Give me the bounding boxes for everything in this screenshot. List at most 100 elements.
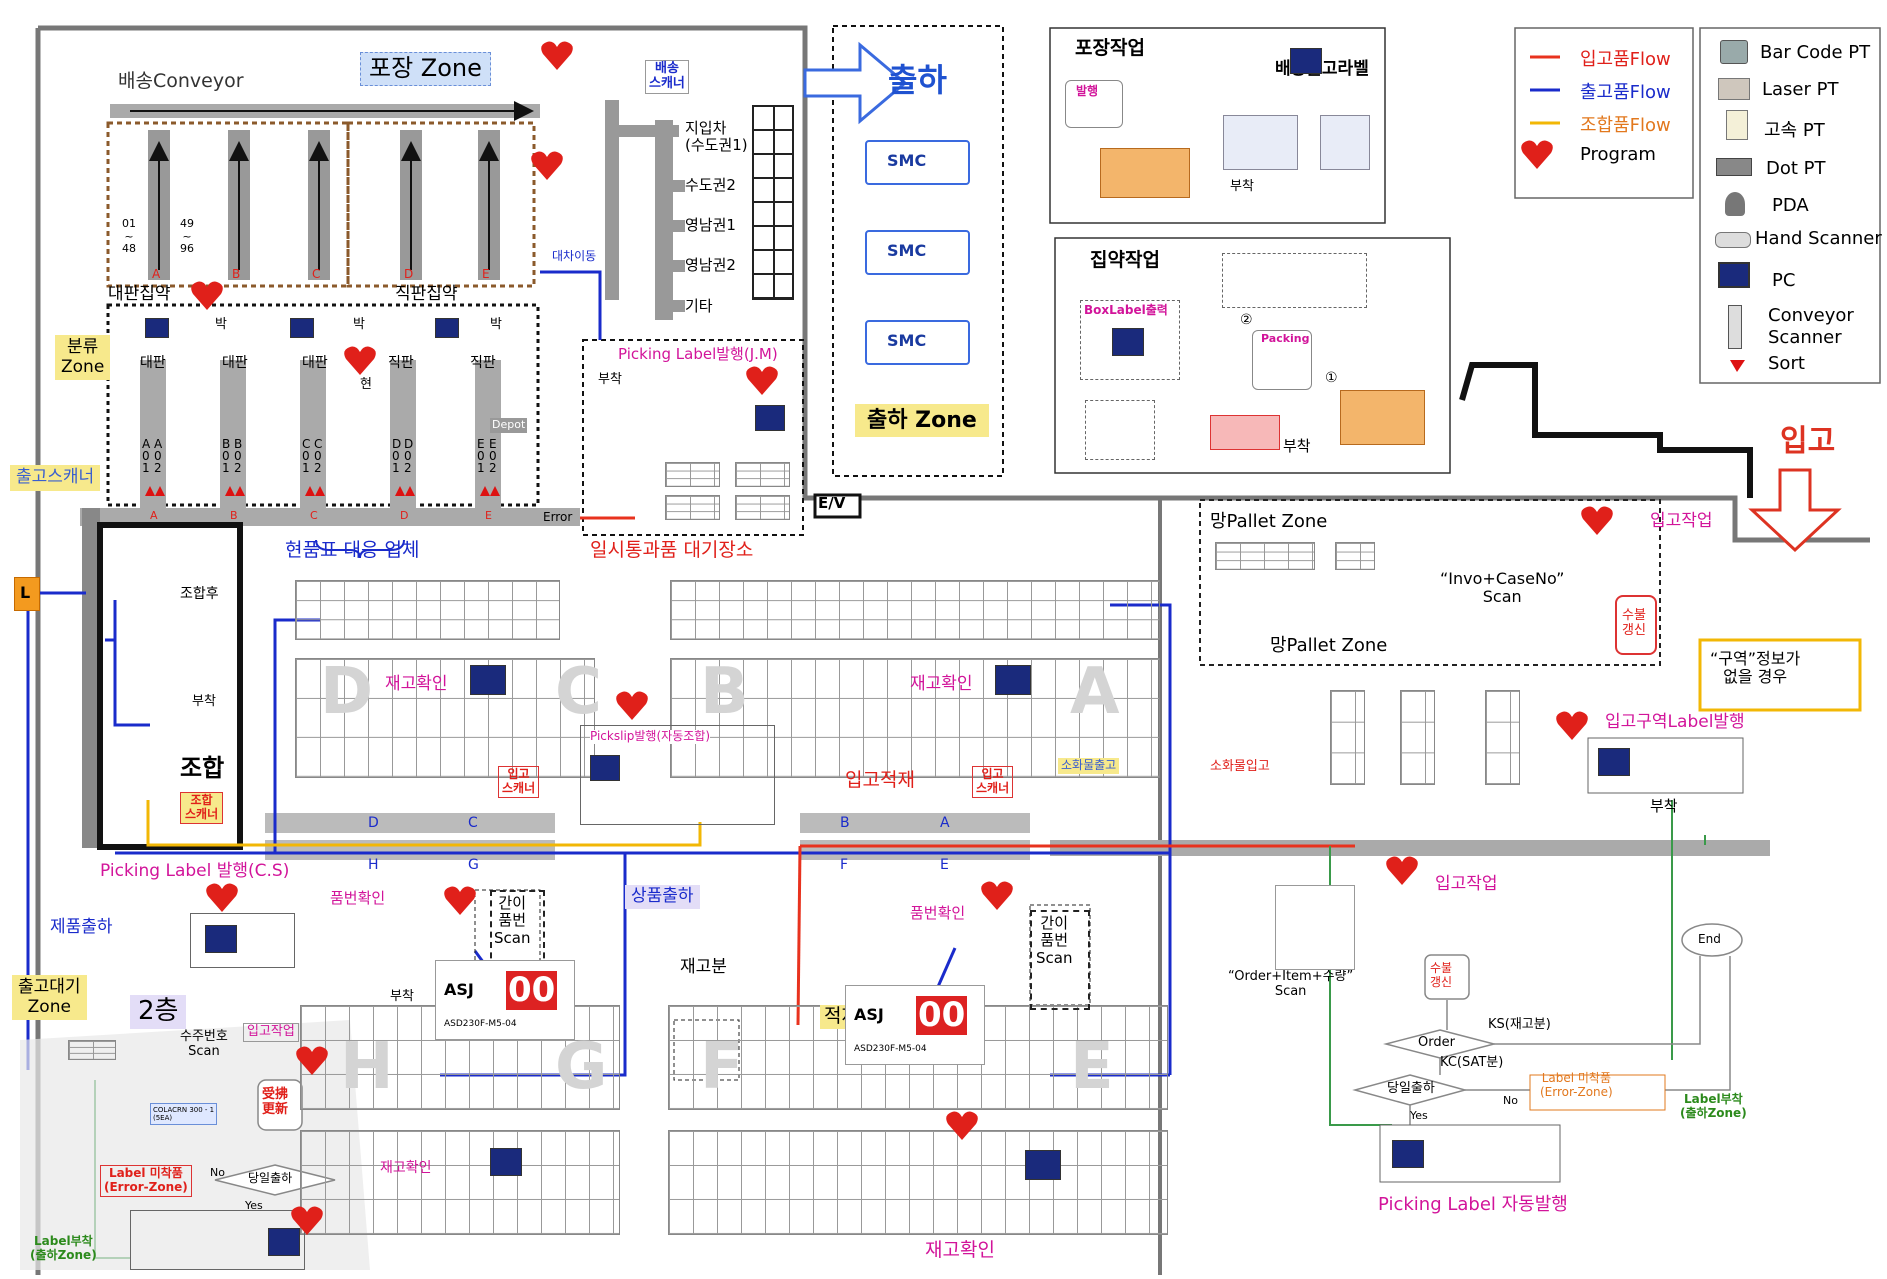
small-out-label: 소화물출고 <box>1058 758 1120 774</box>
block-e: E <box>1070 1030 1114 1104</box>
simple-scan-2: 간이 품번 Scan <box>1030 910 1090 1010</box>
lane-c02: C 0 2 <box>314 437 323 475</box>
dot-printer-icon <box>1716 158 1752 176</box>
part-check-1: 품번확인 <box>330 889 386 907</box>
stock-check-2: 재고확인 <box>910 674 973 694</box>
picking-label-jm: Picking Label발행(J.M) <box>618 345 778 363</box>
program-heart-icon <box>616 691 648 720</box>
order-slip <box>1275 885 1355 970</box>
floor2-rack <box>68 1040 116 1060</box>
program-heart-icon <box>444 886 476 915</box>
floor2-label-attach: Label부착 (출하Zone) <box>30 1234 97 1262</box>
program-heart-icon <box>981 881 1013 910</box>
flow-label-attach: Label부착 (출하Zone) <box>1680 1092 1747 1120</box>
sort-tag-a: A <box>150 509 158 522</box>
block-c: C <box>555 655 602 729</box>
gather-step2: ② <box>1240 312 1253 328</box>
program-heart-icon <box>191 281 223 310</box>
conv-b: B <box>840 815 850 831</box>
top-lane-c: C <box>312 267 321 281</box>
pc-icon <box>435 318 459 338</box>
rack-row-4 <box>668 1130 1168 1235</box>
temp-rack-4 <box>735 495 790 520</box>
in-rack-3 <box>1485 690 1520 785</box>
pc-icon <box>470 665 506 695</box>
flow-yes: Yes <box>1410 1109 1428 1122</box>
shipping-zone-label: 출하 Zone <box>855 404 989 438</box>
in-rack-1 <box>1330 690 1365 785</box>
temp-waiting-label: 일시통과품 대기장소 <box>590 539 754 561</box>
program-heart-icon <box>1386 856 1418 885</box>
lane-type-4: 직판 <box>388 355 414 371</box>
block-d: D <box>320 655 374 729</box>
lane-d02: D 0 2 <box>404 437 414 475</box>
conv-a: A <box>940 815 950 831</box>
program-heart-icon <box>1581 506 1613 535</box>
gather-packing-box: Packing <box>1252 330 1312 390</box>
conv-h: H <box>368 857 379 873</box>
pc-icon <box>1025 1150 1061 1180</box>
floor2-pc-box <box>130 1210 305 1270</box>
floor2-update: 受拂 更新 <box>262 1087 289 1117</box>
legend-inbound: 입고품Flow <box>1580 49 1671 70</box>
temp-rack-1 <box>665 462 720 487</box>
box-label-3: 박 <box>490 317 502 332</box>
inbound-work-1: 입고작업 <box>1650 511 1713 531</box>
cs-attach: 부착 <box>390 989 414 1004</box>
dest-2: 수도권2 <box>685 176 736 194</box>
flow-end: End <box>1698 932 1721 946</box>
top-lane-a: A <box>152 267 161 281</box>
picking-auto-label: Picking Label 자동발행 <box>1378 1194 1568 1215</box>
conv-e: E <box>940 857 949 873</box>
program-heart-icon <box>946 1111 978 1140</box>
floor2-no: No <box>210 1166 225 1179</box>
order-no-scan: 수주번호 Scan <box>180 1029 228 1059</box>
floor2-same-day: 당일출하 <box>248 1171 293 1185</box>
picking-attach-1: 부착 <box>598 372 622 387</box>
part-tag-2: ASJ 00 ASD230F-M5-04 <box>845 985 985 1065</box>
combine-attach: 부착 <box>192 694 216 709</box>
error-label: Error <box>540 510 576 526</box>
rack-D-C <box>295 658 595 778</box>
lane-b02: B 0 2 <box>234 437 243 475</box>
legend-laser-pt: Laser PT <box>1762 79 1839 100</box>
packing-issue-box: 발행 <box>1065 80 1123 128</box>
boxlabel-box: BoxLabel출력 <box>1080 300 1180 380</box>
order-scan: “Order+Item+수량” Scan <box>1228 969 1354 999</box>
in-rack-2 <box>1400 690 1435 785</box>
inbound-loading-label: 입고적재 <box>845 769 915 791</box>
flow-no: No <box>1503 1094 1518 1107</box>
legend-barcode-pt: Bar Code PT <box>1760 42 1871 63</box>
lane-type-5: 직판 <box>470 355 496 371</box>
inbound-title: 입고 <box>1780 424 1836 459</box>
truck-2: SMC <box>865 230 970 275</box>
lane-d01: D 0 1 <box>392 437 402 475</box>
sort-tag-e: E <box>485 509 492 522</box>
program-heart-icon <box>291 1206 323 1235</box>
gather-panel-title: 집약작업 <box>1090 249 1160 271</box>
block-g: G <box>555 1030 608 1104</box>
pc-icon <box>145 318 169 338</box>
sort-tag-b: B <box>230 509 238 522</box>
lane-type-2: 대판 <box>222 355 248 371</box>
legend-outbound: 출고품Flow <box>1580 82 1671 103</box>
product-shipping-label: 제품출하 <box>50 917 113 937</box>
floor2-unlabeled: Label 미착품 (Error-Zone) <box>100 1165 192 1197</box>
barcode-printer-icon <box>1720 40 1748 64</box>
part-check-2: 품번확인 <box>910 904 966 922</box>
packing-attach: 부착 <box>1230 179 1254 194</box>
pickslip-label: Pickslip발행(자동조합) <box>590 729 710 744</box>
pc-icon <box>1598 748 1630 776</box>
small-in-label: 소화물입고 <box>1210 759 1270 774</box>
pc-icon <box>755 405 785 431</box>
conv-d: D <box>368 815 379 831</box>
conv-f: F <box>840 857 849 873</box>
laser-printer-icon <box>1718 78 1750 100</box>
legend-pc: PC <box>1772 270 1796 291</box>
ev-label: E/V <box>818 494 846 512</box>
program-heart-icon <box>1556 711 1588 740</box>
pc-icon <box>1290 48 1322 74</box>
gather-printer-box <box>1085 400 1155 460</box>
